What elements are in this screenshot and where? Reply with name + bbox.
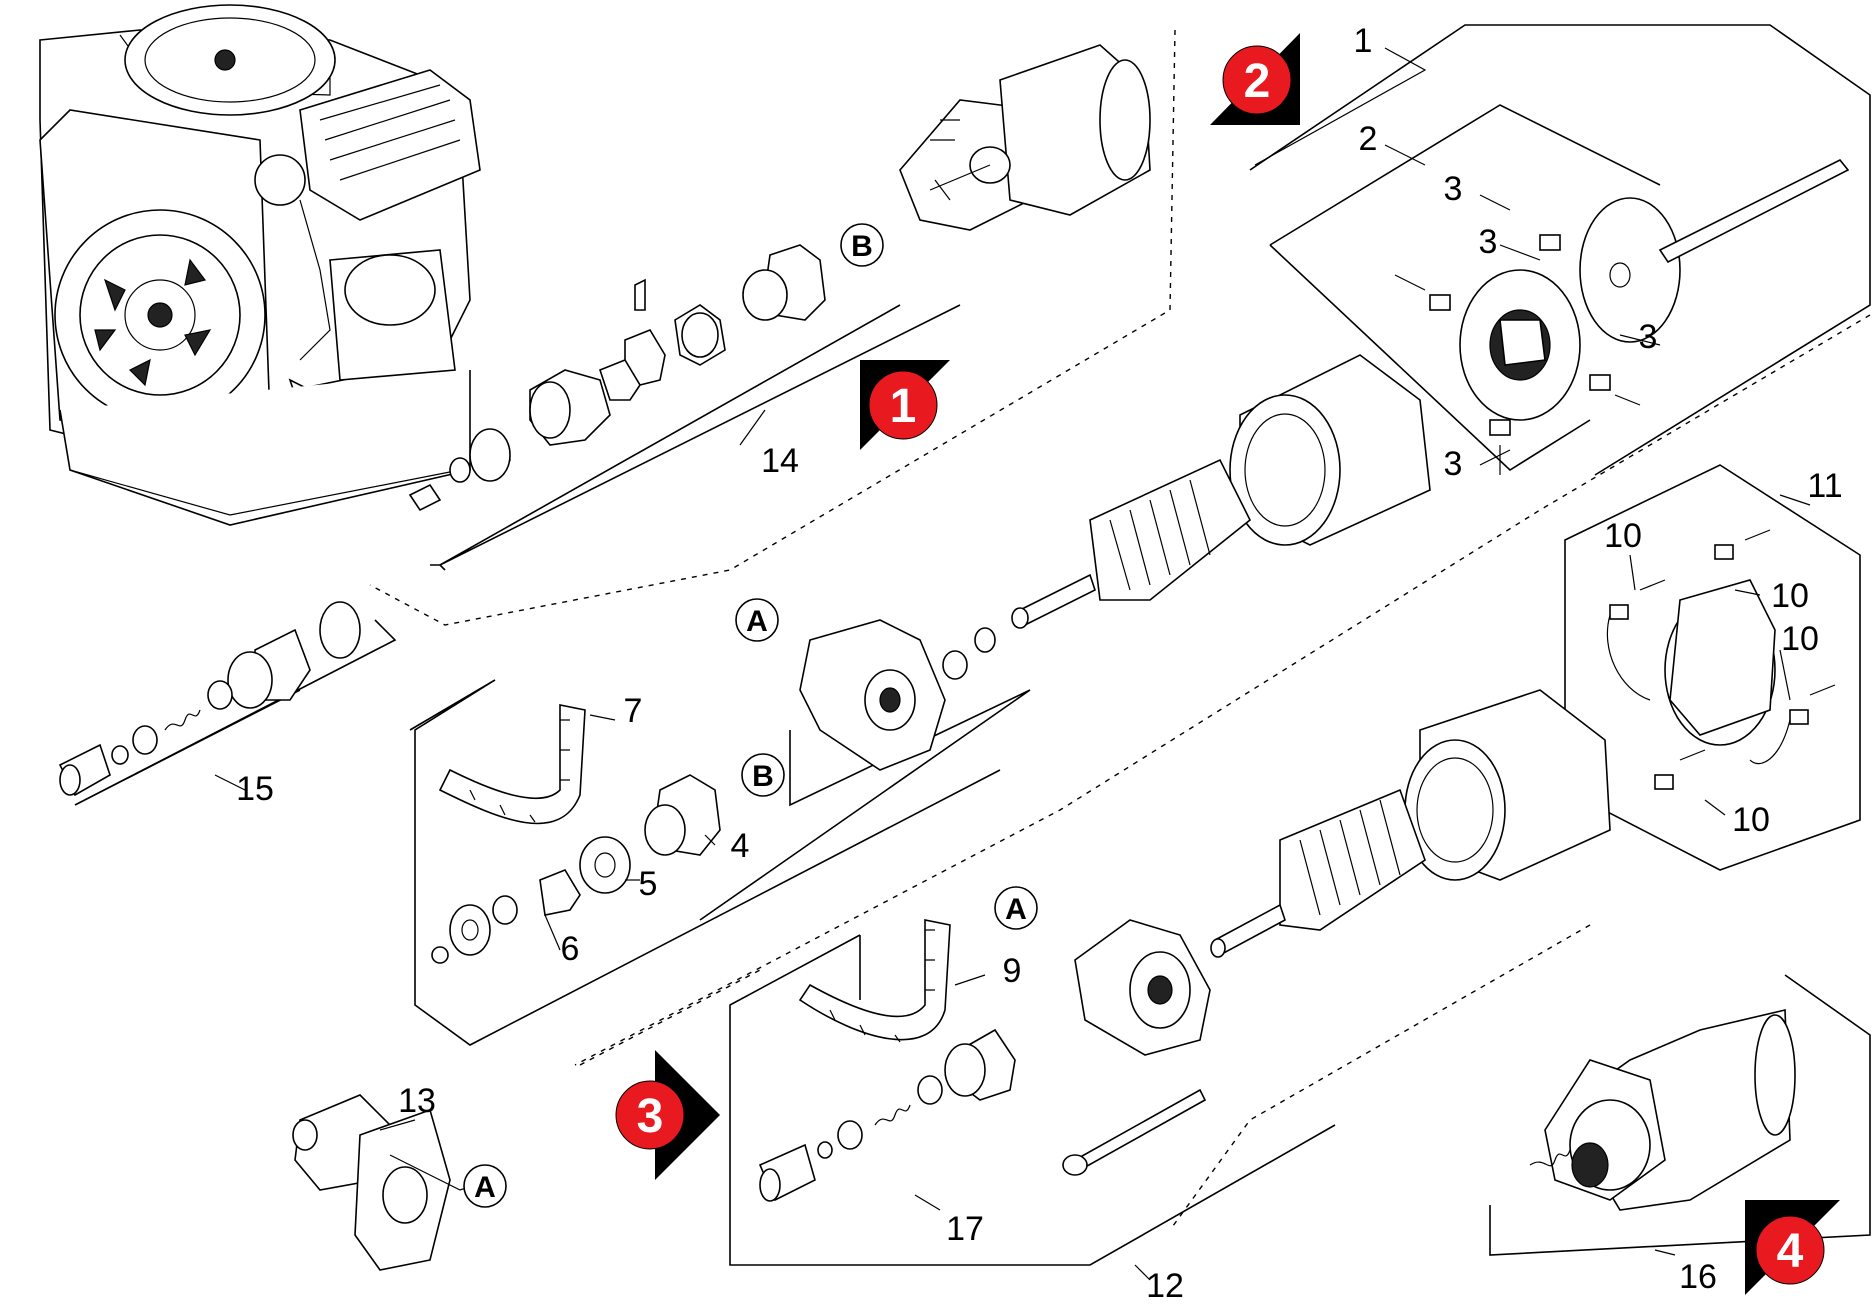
ref-label-b-mid: B — [752, 760, 774, 793]
callout-6: 6 — [561, 930, 580, 968]
callout-12: 12 — [1146, 1267, 1184, 1305]
callout-3-b: 3 — [1479, 223, 1498, 261]
callout-17: 17 — [946, 1210, 984, 1248]
section-16-complete-starter — [1489, 974, 1871, 1256]
callout-9: 9 — [1003, 952, 1022, 990]
callout-7: 7 — [624, 692, 643, 730]
ref-circle-a-solenoid: A — [463, 1164, 507, 1208]
ref-label-b-top: B — [851, 230, 873, 263]
part-callouts: 1 2 3 3 3 3 14 11 10 10 10 10 7 15 4 5 6… — [236, 22, 1843, 1305]
callout-10-c: 10 — [1781, 620, 1819, 658]
section-12-starter-kit — [579, 919, 1591, 1266]
leader-lines — [214, 47, 1811, 1281]
callout-2: 2 — [1359, 120, 1378, 158]
callout-14: 14 — [761, 442, 799, 480]
section-badge-1-number: 1 — [890, 380, 917, 433]
section-badge-2-number: 2 — [1244, 55, 1271, 108]
ref-circle-a-mid: A — [735, 598, 779, 642]
callout-11: 11 — [1807, 467, 1842, 505]
section-2-brush-assembly — [1011, 24, 1871, 629]
ref-label-a-lower: A — [1005, 893, 1027, 926]
section-11-brush-holder — [1210, 464, 1861, 958]
callout-10-a: 10 — [1604, 517, 1642, 555]
section-badge-3: 3 — [615, 1050, 720, 1180]
reference-circles: B B A A A — [463, 223, 1038, 1208]
section-badge-1: 1 — [860, 360, 950, 450]
ref-circle-b-mid: B — [741, 753, 785, 797]
callout-3-a: 3 — [1444, 170, 1463, 208]
section-badges: 1 2 3 4 — [615, 33, 1840, 1295]
callout-13: 13 — [398, 1082, 436, 1120]
callout-4: 4 — [731, 827, 750, 865]
section-badge-4: 4 — [1745, 1200, 1840, 1295]
section-badge-2: 2 — [1210, 33, 1300, 125]
callout-10-d: 10 — [1732, 801, 1770, 839]
callout-3-d: 3 — [1444, 445, 1463, 483]
section-badge-3-number: 3 — [637, 1090, 664, 1143]
section-drive-assembly — [409, 314, 1871, 1066]
callout-16: 16 — [1679, 1258, 1717, 1296]
section-1-starter-assembly — [369, 29, 1176, 626]
engine-illustration — [39, 4, 481, 526]
ref-circle-a-lower: A — [994, 886, 1038, 930]
callout-5: 5 — [639, 865, 658, 903]
callout-3-c: 3 — [1639, 318, 1658, 356]
section-15-drive-kit — [58, 601, 397, 806]
callout-15: 15 — [236, 770, 274, 808]
section-badge-4-number: 4 — [1777, 1225, 1804, 1278]
solenoid-13 — [292, 1094, 476, 1271]
ref-label-a-mid: A — [746, 605, 768, 638]
callout-1: 1 — [1354, 22, 1373, 60]
ref-label-a-solenoid: A — [474, 1171, 496, 1204]
callout-10-b: 10 — [1771, 577, 1809, 615]
ref-circle-b-top: B — [840, 223, 884, 267]
